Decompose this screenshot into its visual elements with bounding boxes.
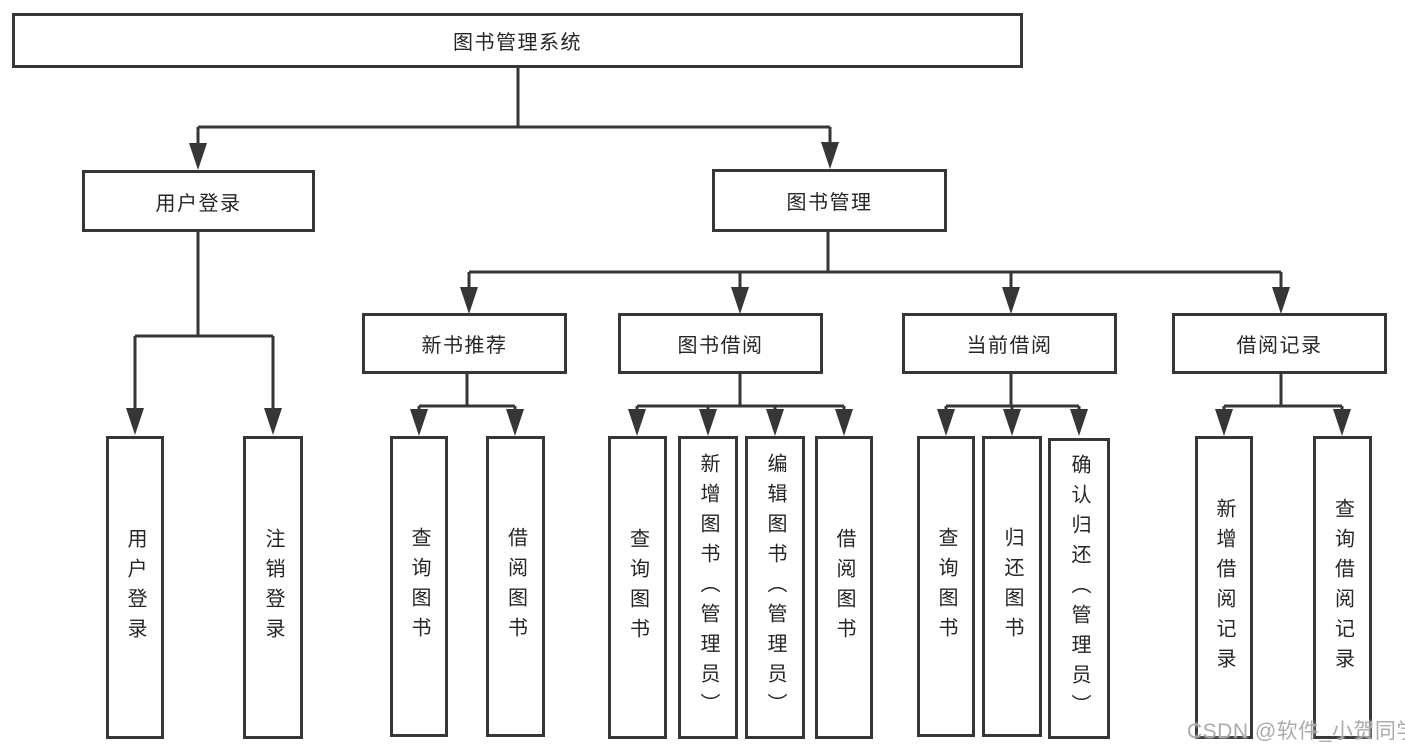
node-book-borrowing: 图书借阅 xyxy=(618,313,823,374)
node-borrowing-records: 借阅记录 xyxy=(1172,313,1387,374)
leaf-query-books-borrow: 查询图书 xyxy=(608,436,667,739)
leaf-query-books-current: 查询图书 xyxy=(917,436,975,737)
node-library-system: 图书管理系统 xyxy=(12,13,1023,68)
node-user-login: 用户登录 xyxy=(82,170,315,232)
leaf-borrow-books: 借阅图书 xyxy=(815,436,873,739)
leaf-confirm-return-admin: 确认归还（管理员） xyxy=(1048,438,1110,739)
leaf-logout-login: 注销登录 xyxy=(243,436,303,739)
leaf-query-books-recommend: 查询图书 xyxy=(390,436,448,737)
node-new-book-recommend: 新书推荐 xyxy=(362,313,567,374)
leaf-edit-book-admin: 编辑图书（管理员） xyxy=(745,436,805,739)
leaf-query-borrow-record: 查询借阅记录 xyxy=(1313,436,1372,739)
node-book-management: 图书管理 xyxy=(712,169,947,232)
leaf-borrow-books-recommend: 借阅图书 xyxy=(486,436,545,737)
leaf-return-books: 归还图书 xyxy=(982,436,1042,737)
csdn-watermark: CSDN @软件_小贺同学 xyxy=(1187,720,1405,743)
leaf-add-borrow-record: 新增借阅记录 xyxy=(1195,436,1253,739)
node-current-borrowing: 当前借阅 xyxy=(902,313,1117,374)
leaf-user-login: 用户登录 xyxy=(106,436,164,739)
leaf-add-book-admin: 新增图书（管理员） xyxy=(678,436,738,739)
